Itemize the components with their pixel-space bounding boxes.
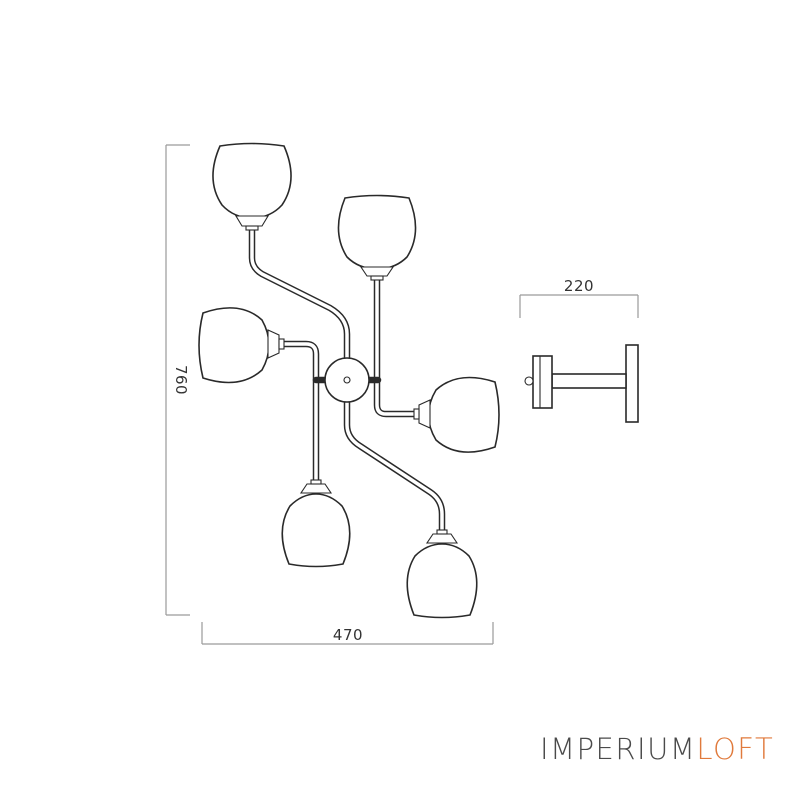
central-hub [324, 357, 370, 403]
height-dimension: 760 [165, 144, 190, 616]
shade-lower-right [406, 529, 478, 619]
depth-label: 220 [564, 277, 594, 295]
shade-left [198, 307, 285, 384]
width-dimension: 470 [201, 622, 494, 645]
width-label: 470 [333, 626, 363, 644]
height-label: 760 [172, 365, 190, 395]
shade-top-left [212, 142, 292, 231]
shade-right [413, 376, 500, 453]
arms [248, 224, 446, 537]
brand-logo-part1: IMPERIUM [540, 732, 697, 766]
shade-upper-right [337, 194, 417, 281]
shade-lower-left [281, 479, 351, 568]
brand-logo-part2: LOFT [696, 732, 775, 766]
brand-logo: IMPERIUMLOFT [540, 732, 774, 766]
side-view [524, 344, 639, 423]
depth-dimension: 220 [519, 277, 639, 318]
